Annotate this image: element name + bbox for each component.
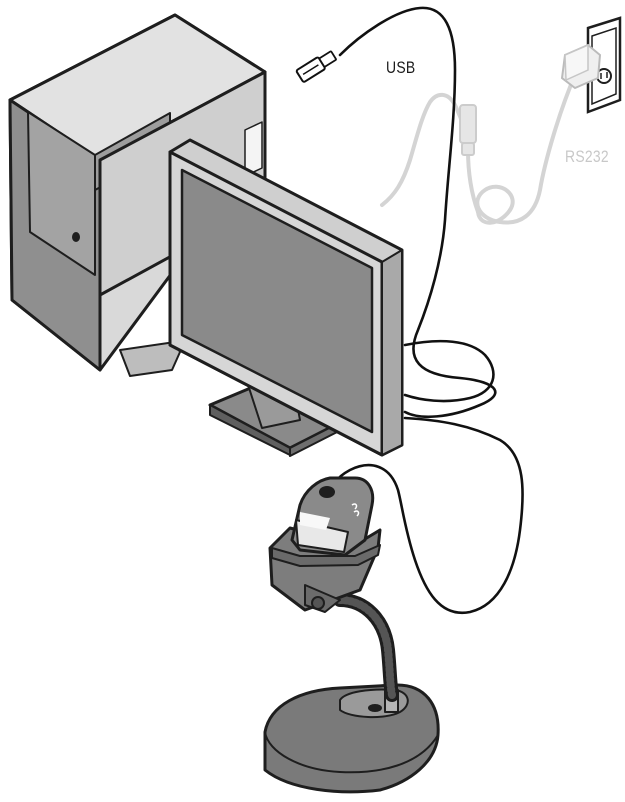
monitor-icon xyxy=(170,140,402,456)
rs232-label: RS232 xyxy=(565,147,609,167)
barcode-scanner-icon xyxy=(270,478,380,612)
scanner-stand-icon xyxy=(265,685,438,792)
rs232-connector xyxy=(460,105,476,155)
rs232-cable xyxy=(382,75,575,223)
gooseneck xyxy=(340,600,392,695)
usb-plug-icon xyxy=(296,49,337,82)
usb-label: USB xyxy=(386,58,415,78)
